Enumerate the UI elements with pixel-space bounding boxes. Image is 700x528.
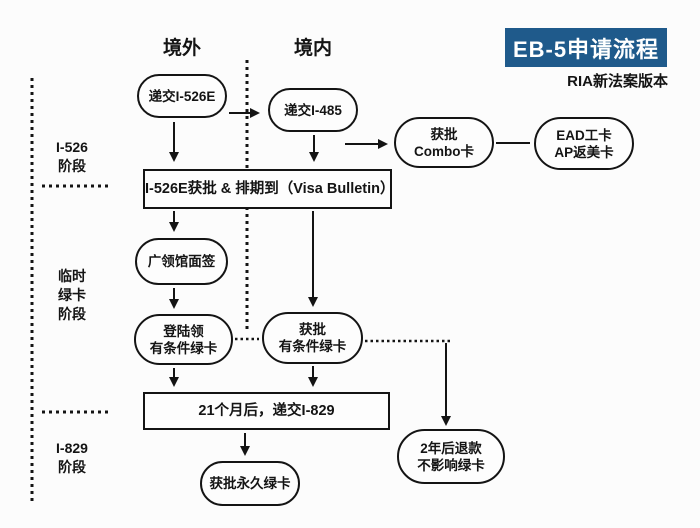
node-permanent-green-card: 获批永久绿卡 — [200, 461, 300, 506]
node-approved-conditional: 获批 有条件绿卡 — [262, 312, 363, 364]
title-badge: EB-5申请流程 — [505, 28, 667, 67]
node-label: 获批永久绿卡 — [209, 476, 291, 491]
node-label: 2年后退款 — [420, 440, 482, 456]
node-submit-i526e: 递交I-526E — [137, 74, 227, 118]
node-ead-ap-card: EAD工卡 AP返美卡 — [534, 117, 634, 170]
stage-label-line: I-526 — [56, 139, 88, 155]
node-label: AP返美卡 — [554, 144, 614, 160]
stage-label-line: 阶段 — [58, 158, 86, 174]
node-label: 获批 — [299, 322, 326, 337]
node-label: EAD工卡 — [556, 127, 612, 143]
node-label: 21个月后，递交I-829 — [198, 402, 335, 419]
node-submit-i829-bar: 21个月后，递交I-829 — [143, 392, 390, 430]
stage-label-line: 阶段 — [58, 459, 86, 475]
node-i526e-approved-bar: I-526E获批 & 排期到（Visa Bulletin） — [143, 169, 395, 209]
stage-label-line: 绿卡 — [58, 287, 86, 303]
node-label: 递交I-526E — [148, 88, 216, 104]
node-label: 有条件绿卡 — [278, 339, 347, 354]
column-header-abroad: 境外 — [162, 38, 201, 59]
node-label: 获批 — [430, 126, 458, 142]
node-label: Combo卡 — [414, 143, 474, 159]
node-refund: 2年后退款 不影响绿卡 — [397, 429, 505, 484]
stage-label-line: 阶段 — [58, 306, 86, 322]
column-header-domestic: 境内 — [293, 38, 332, 59]
node-consulate-interview: 广领馆面签 — [135, 238, 228, 285]
node-label: 有条件绿卡 — [149, 340, 218, 356]
stage-label-line: 临时 — [58, 268, 86, 284]
node-label: 广领馆面签 — [147, 254, 216, 269]
node-label: I-526E获批 & 排期到（Visa Bulletin） — [145, 180, 395, 197]
node-label: 不影响绿卡 — [417, 457, 485, 473]
stage-label-i829: I-829 阶段 — [41, 439, 103, 477]
stage-label-i526: I-526 阶段 — [41, 138, 103, 176]
node-submit-i485: 递交I-485 — [268, 88, 358, 132]
node-label: 递交I-485 — [284, 102, 342, 118]
node-combo-card: 获批 Combo卡 — [394, 117, 494, 168]
node-landing-conditional: 登陆领 有条件绿卡 — [134, 314, 233, 365]
title-subtitle: RIA新法案版本 — [567, 73, 668, 90]
node-label: 登陆领 — [163, 323, 204, 339]
stage-label-temp-green-card: 临时 绿卡 阶段 — [41, 267, 103, 324]
stage-label-line: I-829 — [56, 440, 88, 456]
